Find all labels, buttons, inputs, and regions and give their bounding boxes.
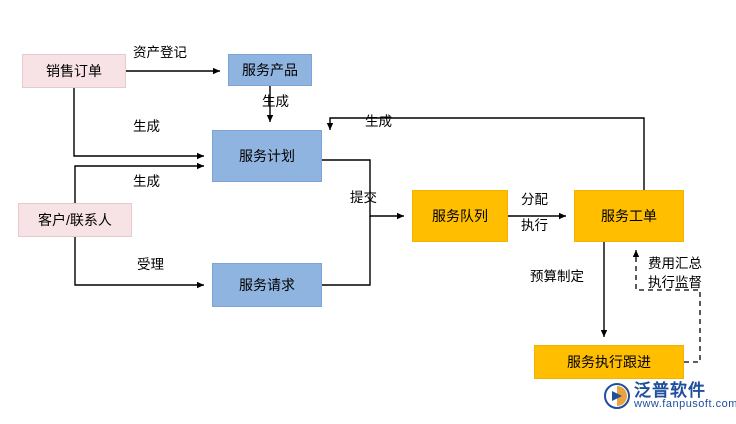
brand-logo-text: 泛普软件 www.fanpusoft.com (634, 382, 736, 410)
node-sales-order[interactable]: 销售订单 (22, 54, 126, 88)
edge-label-budget-plan: 预算制定 (530, 269, 584, 284)
node-label: 服务队列 (432, 207, 488, 224)
brand-name-en: www.fanpusoft.com (634, 398, 736, 410)
edge-label-generate-order-to-plan: 生成 (133, 119, 160, 134)
node-customer-contact[interactable]: 客户/联系人 (18, 203, 132, 237)
node-service-product[interactable]: 服务产品 (228, 54, 312, 86)
edge-label-execute: 执行 (521, 218, 548, 233)
node-service-queue[interactable]: 服务队列 (412, 190, 508, 242)
edge-label-accept: 受理 (137, 257, 164, 272)
node-label: 销售订单 (46, 62, 102, 79)
node-service-execution-tracking[interactable]: 服务执行跟进 (534, 345, 684, 379)
node-label: 服务计划 (239, 147, 295, 164)
edge-label-submit: 提交 (350, 190, 377, 205)
brand-name-cn: 泛普软件 (634, 381, 706, 400)
node-service-request[interactable]: 服务请求 (212, 263, 322, 307)
node-service-plan[interactable]: 服务计划 (212, 130, 322, 182)
fanpu-logo-icon (604, 383, 630, 409)
node-label: 客户/联系人 (38, 211, 112, 228)
edge-label-generate-customer-to-plan: 生成 (133, 174, 160, 189)
node-label: 服务工单 (601, 207, 657, 224)
brand-logo: 泛普软件 www.fanpusoft.com (604, 382, 736, 410)
edge-label-assign: 分配 (521, 192, 548, 207)
node-label: 服务请求 (239, 276, 295, 293)
edge-label-generate-product-to-plan: 生成 (262, 94, 289, 109)
node-label: 服务执行跟进 (567, 353, 651, 370)
node-label: 服务产品 (242, 61, 298, 78)
edge-label-execution-monitor: 执行监督 (648, 275, 702, 290)
edge-label-generate-order-to-plan-return: 生成 (365, 114, 392, 129)
edge-label-cost-summary: 费用汇总 (648, 256, 702, 271)
edge-label-asset-register: 资产登记 (133, 45, 187, 60)
node-service-order[interactable]: 服务工单 (574, 190, 684, 242)
